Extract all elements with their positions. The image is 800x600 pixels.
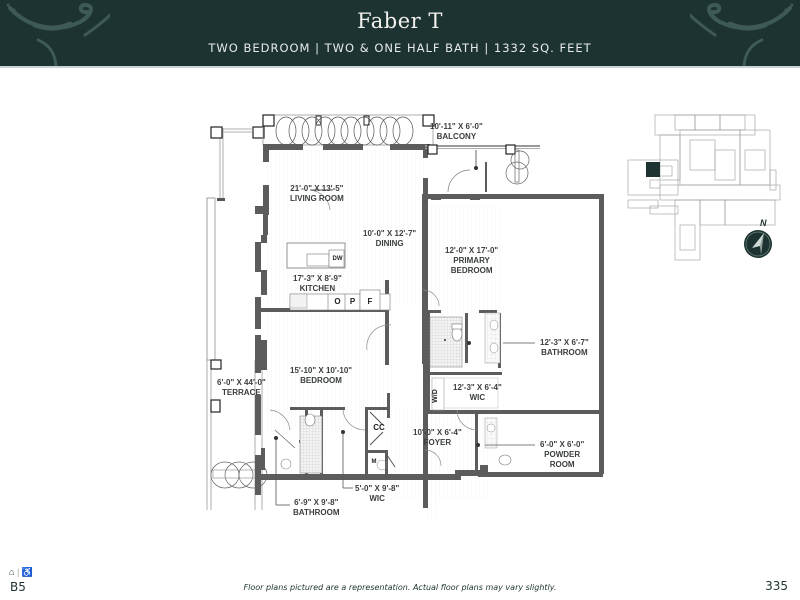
building-key-plan: N xyxy=(627,114,781,261)
room-dimensions: 12'-3" X 6'-4" xyxy=(453,383,502,392)
page-number: 335 xyxy=(765,579,788,593)
key-plan: N xyxy=(620,100,800,270)
room-terrace: 6'-0" X 44'-0" TERRACE xyxy=(217,378,266,398)
unit-highlight xyxy=(646,162,660,177)
flourish-ornament-icon xyxy=(690,2,794,66)
dishwasher-label: DW xyxy=(332,256,343,262)
room-dimensions: 12'-0" X 17'-0" xyxy=(445,246,499,255)
room-name: TERRACE xyxy=(222,388,261,397)
room-name: PRIMARY xyxy=(453,256,490,265)
room-name: POWDER xyxy=(544,450,581,459)
room-dimensions: 12'-3" X 6'-7" xyxy=(540,338,589,347)
unit-code: B5 xyxy=(10,580,26,594)
room-dimensions: 10'-0" X 12'-7" xyxy=(363,229,417,238)
room-kitchen: 17'-3" X 8'-9" KITCHEN xyxy=(293,274,342,294)
plan-title: Faber T xyxy=(357,9,443,33)
room-dimensions: 6'-0" X 44'-0" xyxy=(217,378,266,387)
mechanical-label: M xyxy=(371,459,377,465)
room-name: BEDROOM xyxy=(300,376,342,385)
room-dimensions: 5'-0" X 9'-8" xyxy=(355,484,400,493)
room-primary-bedroom: 12'-0" X 17'-0" PRIMARY BEDROOM xyxy=(445,246,498,276)
room-name: WIC xyxy=(469,393,486,402)
room-name: LIVING ROOM xyxy=(290,194,344,203)
room-dining: 10'-0" X 12'-7" DINING xyxy=(363,229,416,249)
room-primary-wic: 12'-3" X 6'-4" WIC xyxy=(453,383,502,403)
plan-subtitle: TWO BEDROOM | TWO & ONE HALF BATH | 1332… xyxy=(208,41,592,55)
room-name: BEDROOM xyxy=(450,266,493,275)
room-foyer: 10'-0" X 6'-4" FOYER xyxy=(413,428,462,448)
room-living-room: 21'-0" X 13'-5" LIVING ROOM xyxy=(290,184,344,204)
room-dimensions: 10'-0" X 6'-4" xyxy=(413,428,462,437)
room-name: FOYER xyxy=(423,438,452,447)
pantry-label: P xyxy=(349,297,356,306)
room-name: BALCONY xyxy=(436,132,477,141)
floor-plan-drawing xyxy=(206,114,604,525)
room-dimensions: 17'-3" X 8'-9" xyxy=(293,274,342,283)
room-bedroom: 15'-10" X 10'-10" BEDROOM xyxy=(290,366,352,386)
washer-dryer-label: W/D xyxy=(432,389,439,403)
room-name: ROOM xyxy=(549,460,575,469)
room-name: BATHROOM xyxy=(541,348,588,357)
header-divider xyxy=(0,66,800,68)
room-wic: 5'-0" X 9'-8" WIC xyxy=(355,484,399,504)
room-dimensions: 10'-11" X 6'-0" xyxy=(430,122,483,131)
room-name: WIC xyxy=(369,494,385,503)
fridge-label: F xyxy=(367,297,373,306)
compass-icon xyxy=(744,230,772,258)
header-banner: Faber T TWO BEDROOM | TWO & ONE HALF BAT… xyxy=(0,0,800,66)
equal-housing-icon: ⌂ xyxy=(9,567,15,577)
room-name: BATHROOM xyxy=(293,508,340,517)
room-dimensions: 6'-9" X 9'-8" xyxy=(294,498,339,507)
coat-closet-label: CC xyxy=(373,423,385,432)
room-name: KITCHEN xyxy=(299,284,336,293)
floor-plan: 21'-0" X 13'-5" LIVING ROOM 10'-0" X 12'… xyxy=(195,110,615,525)
flourish-ornament-icon xyxy=(6,2,110,66)
compass-north-label: N xyxy=(760,218,767,228)
room-balcony: 10'-11" X 6'-0" BALCONY xyxy=(430,122,483,142)
room-primary-bathroom: 12'-3" X 6'-7" BATHROOM xyxy=(540,338,589,358)
room-name: DINING xyxy=(375,239,404,248)
room-dimensions: 21'-0" X 13'-5" xyxy=(290,184,344,193)
room-dimensions: 6'-0" X 6'-0" xyxy=(540,440,585,449)
room-powder-room: 6'-0" X 6'-0" POWDER ROOM xyxy=(540,440,584,470)
oven-label: O xyxy=(334,297,341,306)
accessible-icon: ♿ xyxy=(21,567,34,577)
room-dimensions: 15'-10" X 10'-10" xyxy=(290,366,353,375)
room-bathroom: 6'-9" X 9'-8" BATHROOM xyxy=(293,498,340,518)
disclaimer-note: Floor plans pictured are a representatio… xyxy=(243,583,557,592)
footer-icons: ⌂ | ♿ xyxy=(9,567,34,577)
